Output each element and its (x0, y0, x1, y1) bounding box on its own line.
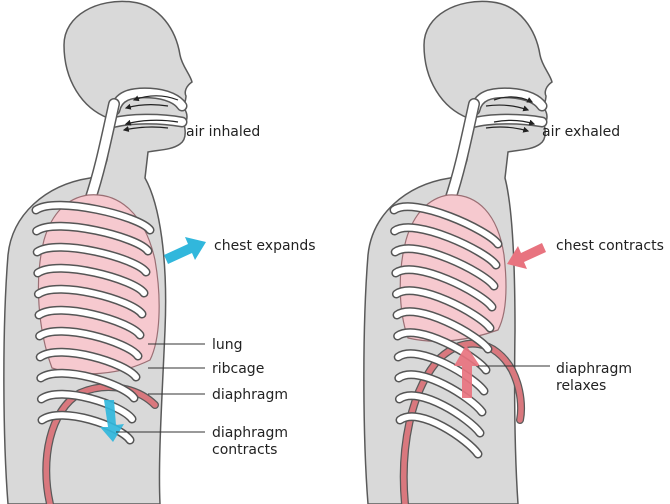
exhale-rib-1 (391, 203, 501, 247)
exhale-rib-8 (395, 350, 487, 394)
exhale-panel: air exhaled chest contracts diaphragm re… (363, 0, 664, 504)
air-inhaled-label: air inhaled (186, 124, 260, 140)
diaphragm-relaxes-line1: diaphragm (556, 361, 632, 377)
exhale-rib-3 (392, 245, 497, 289)
chest-contracts-label: chest contracts (556, 238, 664, 254)
chest-expands-label: chest expands (214, 238, 316, 254)
air-exhaled-label: air exhaled (542, 124, 620, 140)
inhale-rib-3 (34, 244, 149, 275)
inhale-rib-4 (34, 265, 147, 296)
exhale-rib-6 (394, 308, 491, 352)
diaphragm-relax-arrow-icon (454, 345, 480, 398)
exhale-rib-2 (391, 224, 499, 268)
exhale-rib-4 (392, 266, 495, 310)
diaphragm-label: diaphragm (212, 387, 288, 403)
inhale-rib-8 (37, 349, 139, 380)
exhale-airway (444, 87, 548, 206)
inhale-rib-6 (36, 307, 143, 338)
diaphragm-relaxes-line2: relaxes (556, 378, 606, 394)
inhale-rib-1 (33, 202, 153, 233)
inhale-airflow-arrows-icon (122, 95, 179, 132)
inhale-airway (84, 87, 188, 206)
diaphragm-contracts-line2: contracts (212, 442, 277, 458)
exhale-airflow-arrows-icon (485, 96, 536, 133)
exhale-rib-10 (396, 392, 483, 436)
exhale-rib-7 (394, 329, 489, 373)
exhale-rib-5 (393, 287, 493, 331)
inhale-rib-7 (36, 328, 141, 359)
inhale-chest-arrow-icon (164, 237, 206, 264)
ribcage-label: ribcage (212, 361, 264, 377)
diaphragm-contracts-line1: diaphragm (212, 425, 288, 441)
inhale-leader-lines (116, 343, 205, 433)
inhale-rib-9 (37, 370, 137, 401)
exhale-rib-11 (397, 413, 481, 457)
exhale-ribcage (389, 202, 503, 459)
exhale-chest-arrow-icon (507, 243, 546, 269)
inhale-rib-10 (38, 391, 135, 422)
lung-label: lung (212, 337, 243, 353)
inhale-rib-5 (35, 286, 145, 317)
inhale-panel: air inhaled chest expands lung ribcage d… (3, 0, 316, 504)
inhale-ribcage (31, 200, 155, 445)
inhale-rib-11 (39, 412, 133, 443)
exhale-rib-9 (395, 371, 485, 415)
inhale-rib-2 (33, 223, 151, 254)
